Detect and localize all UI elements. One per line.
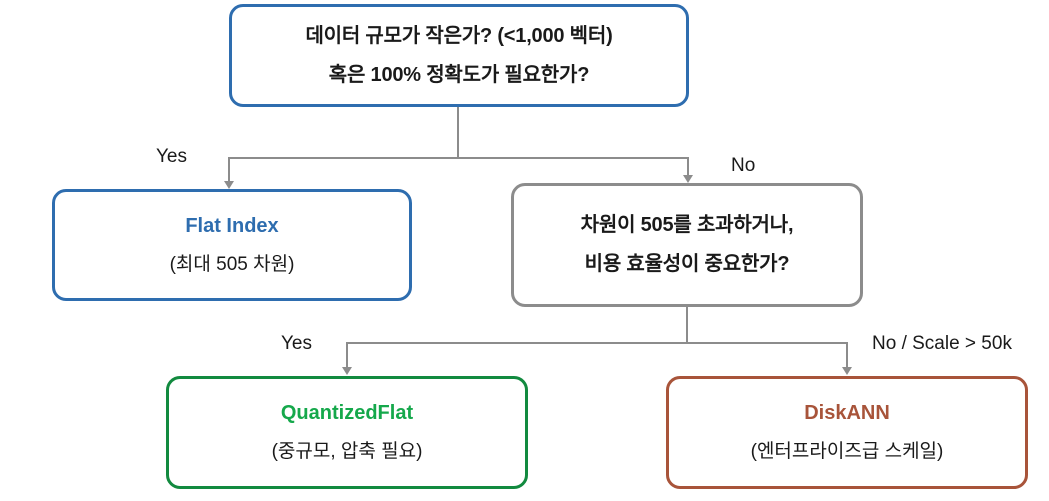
arrowhead-to-dimension-check — [683, 175, 693, 183]
decision-node-data-size-line2: 혹은 100% 정확도가 필요한가? — [328, 63, 590, 86]
result-node-quantizedflat[interactable]: QuantizedFlat (중규모, 압축 필요) — [166, 376, 528, 489]
result-node-quantizedflat-subtitle: (중규모, 압축 필요) — [271, 441, 423, 463]
edge-label-dimension-yes: Yes — [281, 333, 312, 354]
result-node-diskann-subtitle: (엔터프라이즈급 스케일) — [750, 441, 944, 463]
connector-dim-to-quantizedflat — [346, 342, 348, 368]
decision-node-data-size[interactable]: 데이터 규모가 작은가? (<1,000 벡터) 혹은 100% 정확도가 필요… — [229, 4, 689, 107]
edge-label-root-yes: Yes — [156, 146, 187, 167]
result-node-flat-index-subtitle: (최대 505 차원) — [169, 253, 295, 275]
result-node-diskann[interactable]: DiskANN (엔터프라이즈급 스케일) — [666, 376, 1028, 489]
decision-node-dimension-cost-line1: 차원이 505를 초과하거나, — [580, 214, 794, 236]
result-node-quantizedflat-title: QuantizedFlat — [280, 402, 414, 425]
connector-root-stem — [457, 107, 459, 158]
edge-label-dimension-no: No / Scale > 50k — [872, 333, 1012, 354]
arrowhead-to-diskann — [842, 367, 852, 375]
decision-node-dimension-cost-line2: 비용 효율성이 중요한가? — [584, 253, 790, 275]
connector-dim-stem — [686, 307, 688, 343]
decision-node-data-size-line1: 데이터 규모가 작은가? (<1,000 벡터) — [305, 24, 613, 47]
edge-label-root-no: No — [731, 155, 756, 176]
connector-root-bar — [228, 157, 688, 159]
arrowhead-to-flat-index — [224, 181, 234, 189]
result-node-flat-index[interactable]: Flat Index (최대 505 차원) — [52, 189, 412, 301]
result-node-flat-index-title: Flat Index — [185, 214, 279, 237]
connector-root-to-flat — [228, 157, 230, 183]
arrowhead-to-quantizedflat — [342, 367, 352, 375]
connector-dim-to-diskann — [846, 342, 848, 368]
result-node-diskann-title: DiskANN — [804, 402, 890, 425]
connector-dim-bar — [346, 342, 848, 344]
connector-root-to-dim — [687, 157, 689, 177]
decision-node-dimension-cost[interactable]: 차원이 505를 초과하거나, 비용 효율성이 중요한가? — [511, 183, 863, 307]
